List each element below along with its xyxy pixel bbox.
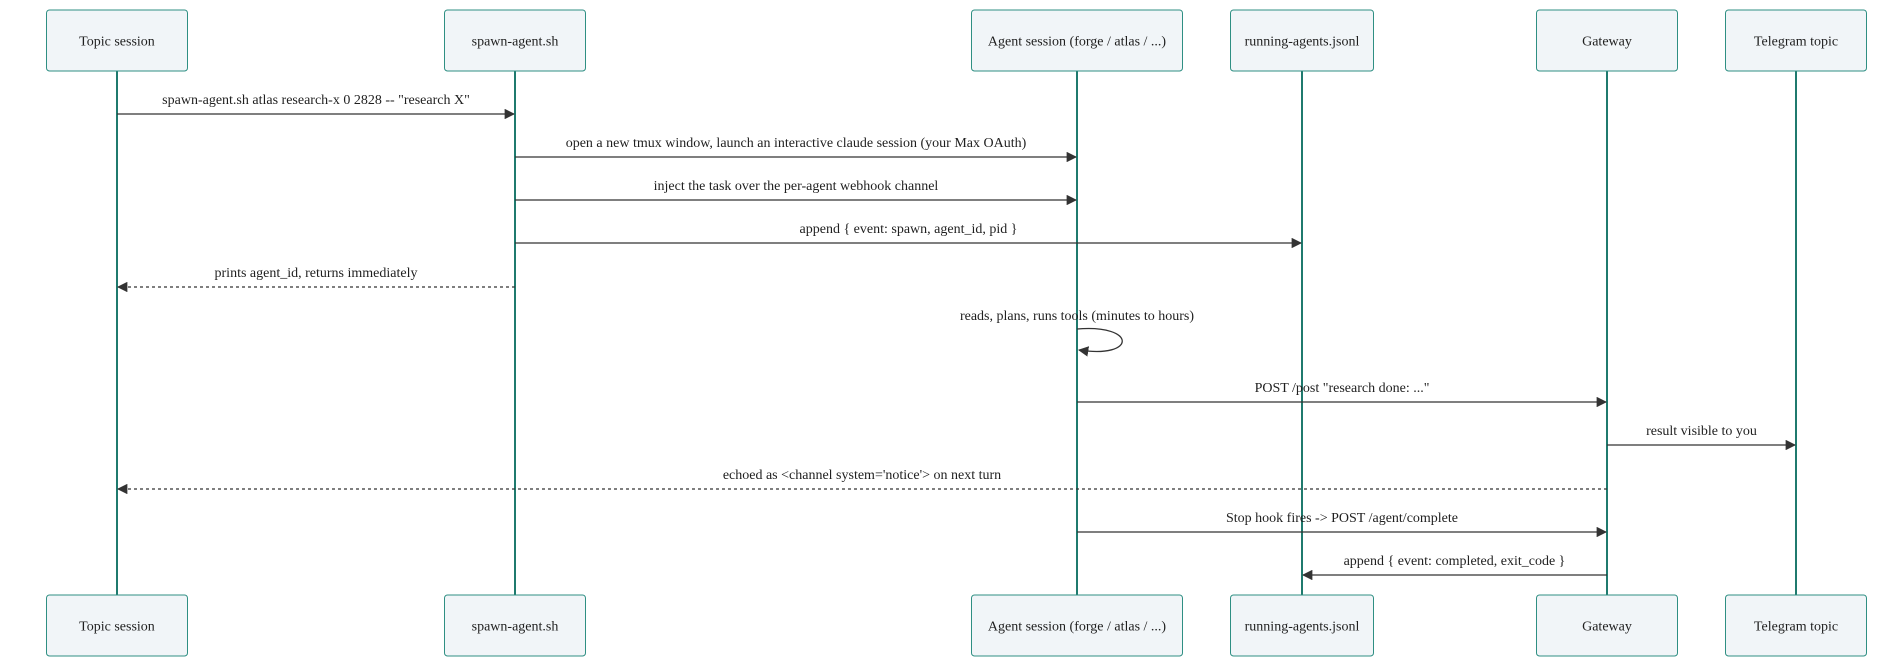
message-9: echoed as <channel system='notice'> on n…: [116, 468, 1607, 495]
message-6: reads, plans, runs tools (minutes to hou…: [960, 309, 1194, 357]
message-label: open a new tmux window, launch an intera…: [566, 136, 1027, 151]
actor-telegram-top: Telegram topic: [1725, 9, 1867, 72]
message-1: spawn-agent.sh atlas research-x 0 2828 -…: [117, 93, 516, 120]
message-8: result visible to you: [1607, 424, 1797, 451]
actor-topic-bottom: Topic session: [46, 594, 188, 657]
actor-box: [1230, 9, 1374, 72]
message-11: append { event: completed, exit_code }: [1301, 554, 1607, 581]
actor-box: [1230, 594, 1374, 657]
actor-running-bottom: running-agents.jsonl: [1230, 594, 1374, 657]
actor-label: Agent session (forge / atlas / ...): [988, 620, 1167, 635]
actor-spawn-top: spawn-agent.sh: [444, 9, 586, 72]
message-label: prints agent_id, returns immediately: [215, 266, 418, 281]
actor-label: running-agents.jsonl: [1245, 620, 1360, 635]
actors-bottom: Topic session spawn-agent.sh Agent session…: [46, 594, 1867, 657]
actor-box: [971, 594, 1183, 657]
actor-topic-top: Topic session: [46, 9, 188, 72]
actor-label: running-agents.jsonl: [1245, 35, 1360, 50]
message-label: result visible to you: [1646, 424, 1757, 439]
message-label: Stop hook fires -> POST /agent/complete: [1226, 511, 1458, 526]
actor-box: [1536, 9, 1678, 72]
actor-running-top: running-agents.jsonl: [1230, 9, 1374, 72]
actor-label: Telegram topic: [1754, 620, 1838, 635]
message-label: echoed as <channel system='notice'> on n…: [723, 468, 1001, 483]
message-label: POST /post "research done: ...": [1255, 381, 1430, 396]
actor-label: Gateway: [1582, 620, 1632, 635]
actor-box: [971, 9, 1183, 72]
actor-box: [444, 594, 586, 657]
messages: spawn-agent.sh atlas research-x 0 2828 -…: [116, 93, 1797, 581]
message-10: Stop hook fires -> POST /agent/complete: [1077, 511, 1608, 538]
actor-label: spawn-agent.sh: [472, 620, 559, 635]
actor-box: [1725, 9, 1867, 72]
self-loop-arrow: [1076, 327, 1123, 357]
actor-box: [444, 9, 586, 72]
actor-label: Topic session: [79, 35, 155, 50]
message-label: append { event: spawn, agent_id, pid }: [800, 222, 1018, 237]
actor-label: Topic session: [79, 620, 155, 635]
message-label: inject the task over the per-agent webho…: [654, 179, 939, 194]
actor-agent-top: Agent session (forge / atlas / ...): [971, 9, 1183, 72]
actor-spawn-bottom: spawn-agent.sh: [444, 594, 586, 657]
message-7: POST /post "research done: ...": [1077, 381, 1608, 408]
actor-label: Gateway: [1582, 35, 1632, 50]
actor-box: [1536, 594, 1678, 657]
message-5: prints agent_id, returns immediately: [116, 266, 515, 293]
actor-agent-bottom: Agent session (forge / atlas / ...): [971, 594, 1183, 657]
message-4: append { event: spawn, agent_id, pid }: [515, 222, 1303, 249]
actor-box: [46, 594, 188, 657]
message-label: append { event: completed, exit_code }: [1344, 554, 1566, 569]
message-2: open a new tmux window, launch an intera…: [515, 136, 1078, 163]
actors-top: Topic session spawn-agent.sh Agent session…: [46, 9, 1867, 72]
message-3: inject the task over the per-agent webho…: [515, 179, 1078, 206]
message-label: reads, plans, runs tools (minutes to hou…: [960, 309, 1194, 324]
actor-box: [46, 9, 188, 72]
actor-gateway-bottom: Gateway: [1536, 594, 1678, 657]
actor-box: [1725, 594, 1867, 657]
actor-label: spawn-agent.sh: [472, 35, 559, 50]
actor-label: Telegram topic: [1754, 35, 1838, 50]
actor-telegram-bottom: Telegram topic: [1725, 594, 1867, 657]
message-label: spawn-agent.sh atlas research-x 0 2828 -…: [162, 93, 470, 108]
actor-gateway-top: Gateway: [1536, 9, 1678, 72]
actor-label: Agent session (forge / atlas / ...): [988, 35, 1167, 50]
